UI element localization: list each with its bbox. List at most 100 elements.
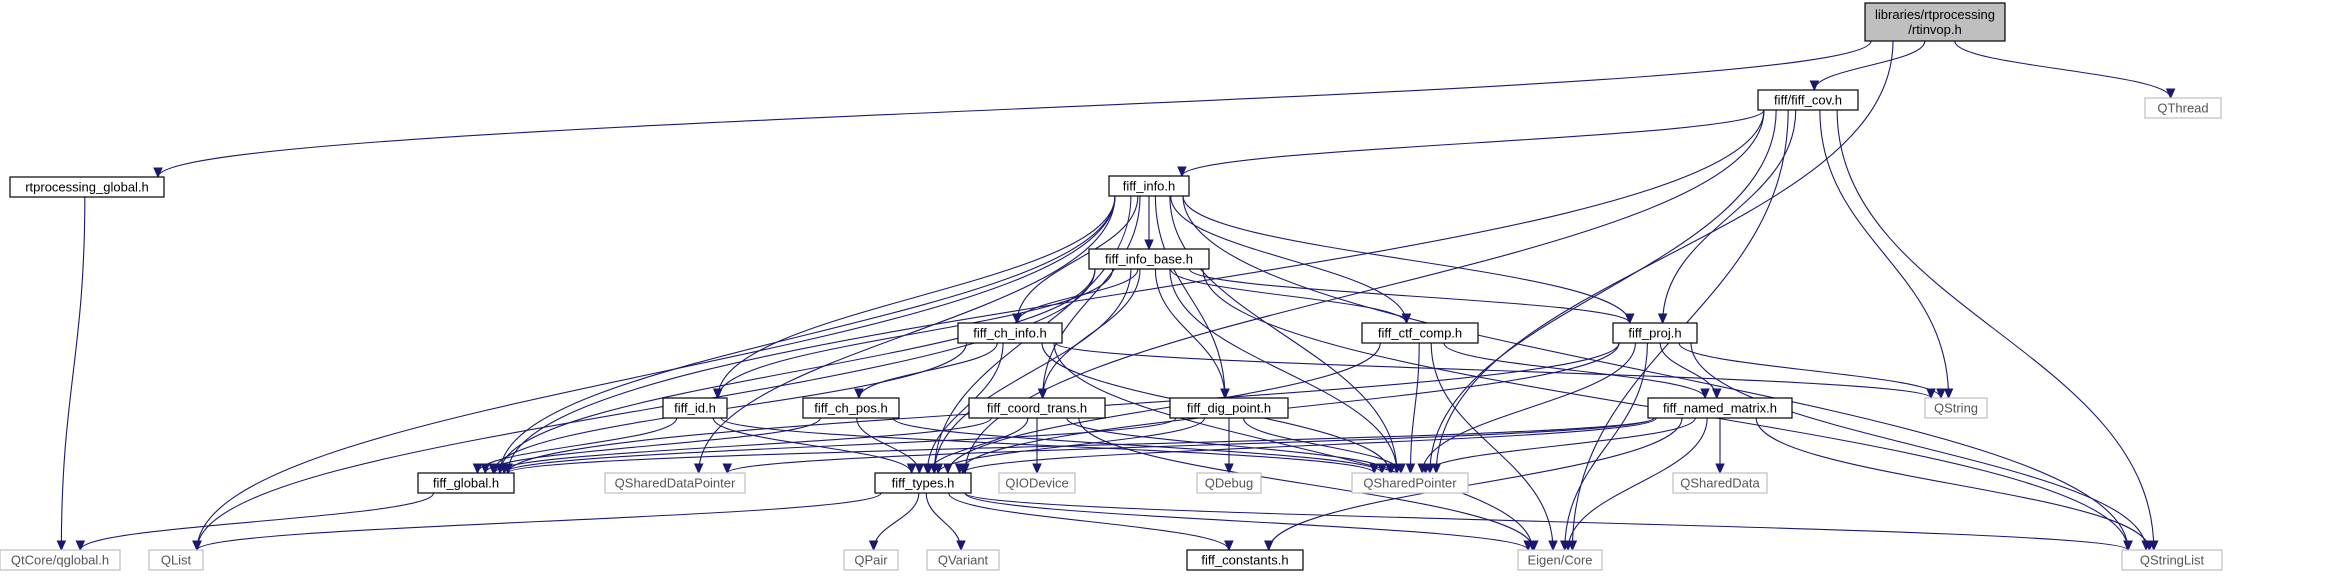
node-label: fiff/fiff_cov.h <box>1774 93 1842 108</box>
edge-line <box>1182 195 2129 551</box>
edge-arrowhead <box>1657 313 1668 325</box>
node-label: QSharedPointer <box>1363 476 1457 491</box>
edge-line <box>196 195 1116 551</box>
edge-line <box>1429 109 1777 474</box>
node-fiff-ch-info[interactable]: fiff_ch_info.h <box>957 322 1063 344</box>
edge-line <box>1170 195 1407 324</box>
edge-fiff_named_matrix-to-eigen_core <box>1563 417 1708 552</box>
node-fiff-global[interactable]: fiff_global.h <box>417 472 515 494</box>
edge-arrowhead <box>1032 463 1042 475</box>
node-label: QVariant <box>938 553 989 568</box>
node-label: QStringList <box>2140 553 2205 568</box>
node-eigen-core: Eigen/Core <box>1517 549 1603 571</box>
edge-line <box>873 492 920 551</box>
node-label: fiff_ctf_comp.h <box>1378 326 1462 341</box>
node-fiff-dig-point[interactable]: fiff_dig_point.h <box>1169 397 1289 419</box>
edge-fiff_coord_trans-to-fiff_global <box>489 417 992 475</box>
edge-arrowhead <box>472 463 483 475</box>
edge-arrowhead <box>854 388 864 400</box>
edge-fiff_types-to-eigen_core <box>964 492 1533 552</box>
edge-line <box>1564 342 1648 551</box>
node-label: Eigen/Core <box>1527 553 1592 568</box>
node-fiff-constants[interactable]: fiff_constants.h <box>1186 549 1304 571</box>
node-fiff-ctf-comp[interactable]: fiff_ctf_comp.h <box>1361 322 1479 344</box>
edge-fiff_cov-to-fiff_info <box>1177 109 1765 178</box>
node-label: QSharedDataPointer <box>615 476 736 491</box>
edge-fiff_info-to-qstringlist <box>1182 195 2133 552</box>
edge-fiff_cov-to-fiff_proj <box>1657 109 1797 325</box>
node-rtproc-global[interactable]: rtprocessing_global.h <box>9 176 165 198</box>
edge-fiff_info-to-fiff_info_base <box>1144 195 1154 251</box>
node-fiff-info[interactable]: fiff_info.h <box>1108 175 1190 197</box>
node-fiff-coord-trans[interactable]: fiff_coord_trans.h <box>968 397 1106 419</box>
edge-line <box>494 417 992 474</box>
node-label: fiff_info.h <box>1123 179 1176 194</box>
edge-fiff_info-to-fiff_id <box>712 195 1116 400</box>
edge-arrowhead <box>1037 388 1048 400</box>
edge-line <box>717 195 1116 399</box>
node-box <box>1186 549 1304 571</box>
edge-arrowhead <box>1711 388 1722 400</box>
edge-fiff_named_matrix-to-qstringlist <box>1755 417 2155 552</box>
node-qtcore-qglobal: QtCore/qglobal.h <box>0 549 121 571</box>
node-box <box>2121 549 2223 571</box>
edge-line <box>948 492 1230 551</box>
node-label: libraries/rtprocessing <box>1875 7 1995 22</box>
edge-line <box>499 195 1116 474</box>
edge-fiff_types-to-fiff_constants <box>948 492 1234 552</box>
node-box <box>662 397 728 419</box>
edge-fiff_info_base-to-fiff_dig_point <box>1154 268 1230 400</box>
edge-arrowhead <box>933 463 944 475</box>
node-qvariant: QVariant <box>926 549 1000 571</box>
edge-line <box>507 417 1655 474</box>
edge-arrowhead <box>1263 540 1274 552</box>
edges-layer <box>56 40 2176 552</box>
node-fiff-info-base[interactable]: fiff_info_base.h <box>1088 248 1210 270</box>
edge-line <box>1678 342 1942 399</box>
node-box <box>957 322 1063 344</box>
edge-arrowhead <box>1563 540 1573 552</box>
edge-fiff_ctf_comp-to-qsharedpointer <box>1405 342 1420 475</box>
node-label: fiff_types.h <box>892 476 955 491</box>
edge-fiff_types-to-qlist <box>192 492 882 552</box>
edge-arrowhead <box>868 540 879 552</box>
edge-fiff_proj-to-qstring <box>1678 342 1946 400</box>
edge-arrowhead <box>480 463 491 475</box>
node-fiff-proj[interactable]: fiff_proj.h <box>1612 322 1698 344</box>
node-qlist: QList <box>148 549 204 571</box>
edge-line <box>928 417 1029 474</box>
node-qshareddata: QSharedData <box>1672 472 1768 494</box>
node-fiff-cov[interactable]: fiff/fiff_cov.h <box>1757 89 1859 111</box>
node-fiff-named-matrix[interactable]: fiff_named_matrix.h <box>1647 397 1793 419</box>
edge-fiff_named_matrix-to-fiff_types <box>958 417 1657 475</box>
edge-arrowhead <box>956 540 966 552</box>
edge-line <box>964 492 1529 551</box>
edge-arrowhead <box>1144 239 1154 251</box>
node-box <box>148 549 204 571</box>
node-fiff-id[interactable]: fiff_id.h <box>662 397 728 419</box>
edge-line <box>717 268 1114 399</box>
edge-line <box>1268 417 1683 551</box>
edge-fiff_ctf_comp-to-eigen_core <box>1430 342 1558 552</box>
edge-arrowhead <box>1809 80 1820 92</box>
node-root[interactable]: libraries/rtprocessing/rtinvop.h <box>1864 2 2006 42</box>
node-fiff-ch-pos[interactable]: fiff_ch_pos.h <box>802 397 900 419</box>
node-box <box>1196 472 1262 494</box>
edge-arrowhead <box>722 463 733 475</box>
edge-fiff_coord_trans-to-fiff_types <box>923 417 1029 475</box>
edge-line <box>60 196 86 551</box>
node-fiff-types[interactable]: fiff_types.h <box>874 472 972 494</box>
node-qiodevice: QIODevice <box>998 472 1076 494</box>
edge-arrowhead <box>1624 313 1635 325</box>
edge-fiff_named_matrix-to-qshareddata <box>1715 418 1725 475</box>
edge-fiff_dig_point-to-qdebug <box>1224 418 1234 475</box>
edge-arrowhead <box>1396 463 1406 475</box>
edge-line <box>507 109 1765 474</box>
edge-line <box>1242 417 1402 474</box>
edge-fiff_dig_point-to-qsharedpointer <box>1242 417 1406 475</box>
edge-line <box>1170 268 1407 324</box>
edge-line <box>1154 268 1226 399</box>
node-box <box>1108 175 1190 197</box>
edge-arrowhead <box>1700 388 1710 400</box>
